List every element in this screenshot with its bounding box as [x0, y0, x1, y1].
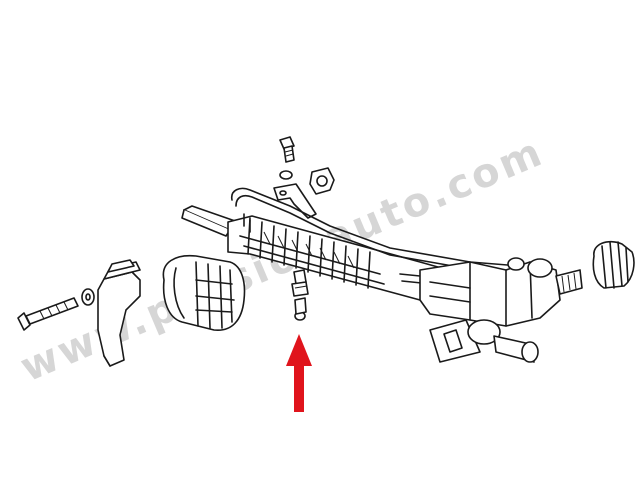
right-dust-boot — [592, 240, 635, 289]
top-small-bolt — [279, 136, 295, 163]
rack-housing — [181, 205, 471, 315]
highlight-arrow — [286, 334, 312, 412]
top-washer — [279, 170, 293, 180]
bleed-screw — [291, 269, 309, 321]
pinion-outlet — [429, 319, 539, 363]
pipe-bracket — [273, 183, 317, 219]
pipe-clip — [309, 167, 335, 195]
clamp-bracket — [97, 259, 141, 367]
rubber-bushing — [162, 254, 246, 331]
washer — [81, 288, 95, 306]
long-bolt — [17, 297, 79, 331]
valve-housing — [419, 257, 583, 327]
